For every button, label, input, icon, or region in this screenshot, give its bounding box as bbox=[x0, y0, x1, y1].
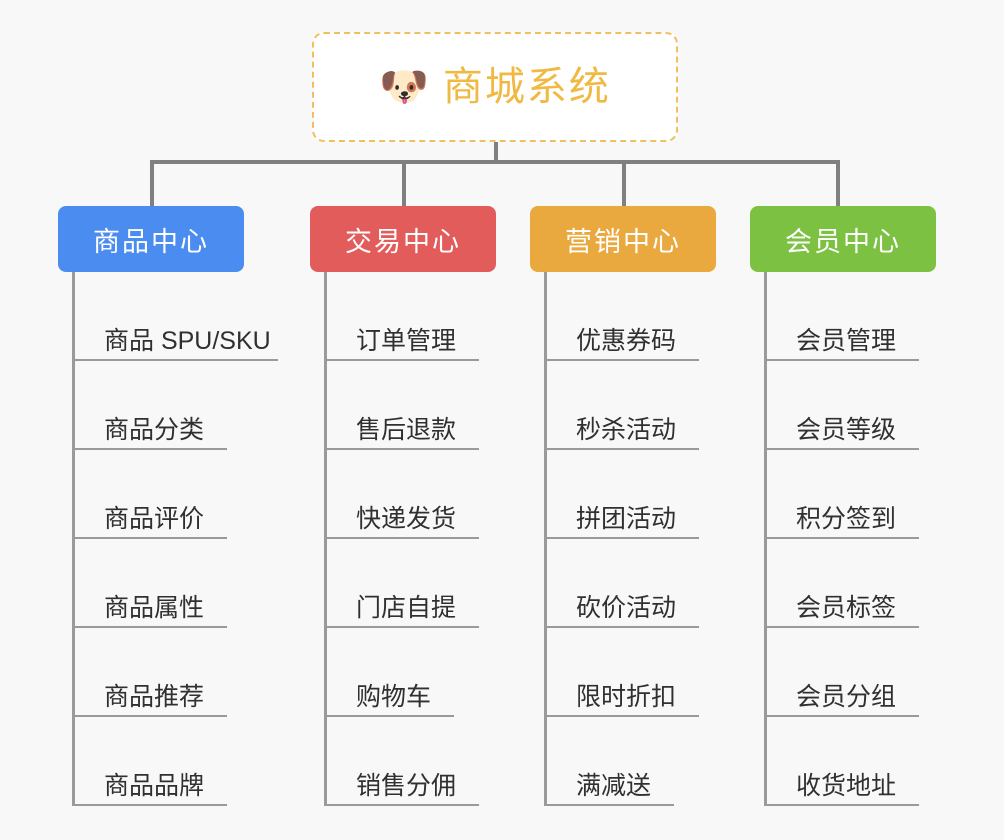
leaf-item[interactable]: 限时折扣 bbox=[544, 628, 716, 717]
leaf-underline bbox=[72, 715, 227, 717]
leaf-item[interactable]: 售后退款 bbox=[324, 361, 496, 450]
leaf-item[interactable]: 满减送 bbox=[544, 717, 716, 806]
leaf-underline bbox=[324, 359, 479, 361]
leaf-item[interactable]: 会员管理 bbox=[764, 272, 936, 361]
leaf-underline bbox=[324, 626, 479, 628]
leaf-item[interactable]: 砍价活动 bbox=[544, 539, 716, 628]
root-title: 商城系统 bbox=[442, 65, 611, 109]
leaf-item[interactable]: 积分签到 bbox=[764, 450, 936, 539]
leaf-label: 商品 SPU/SKU bbox=[104, 326, 271, 355]
leaf-label: 订单管理 bbox=[356, 326, 457, 355]
branch-column-member-center: 会员中心会员管理会员等级积分签到会员标签会员分组收货地址 bbox=[750, 206, 936, 806]
leaf-label: 销售分佣 bbox=[356, 771, 457, 800]
leaf-underline bbox=[324, 537, 479, 539]
branch-column-trade-center: 交易中心订单管理售后退款快递发货门店自提购物车销售分佣 bbox=[310, 206, 496, 806]
leaf-label: 优惠券码 bbox=[576, 326, 677, 355]
leaf-underline bbox=[544, 715, 699, 717]
leaf-item[interactable]: 购物车 bbox=[324, 628, 496, 717]
leaf-underline bbox=[764, 537, 919, 539]
dog-face-icon: 🐶 bbox=[379, 65, 429, 109]
leaf-underline bbox=[764, 715, 919, 717]
connector-root-stem bbox=[494, 142, 498, 164]
leaf-item[interactable]: 会员标签 bbox=[764, 539, 936, 628]
leaf-underline bbox=[544, 537, 699, 539]
connector-horizontal-bus bbox=[150, 160, 840, 164]
leaf-item[interactable]: 收货地址 bbox=[764, 717, 936, 806]
leaf-underline bbox=[764, 626, 919, 628]
leaf-item[interactable]: 秒杀活动 bbox=[544, 361, 716, 450]
leaf-underline bbox=[72, 448, 227, 450]
leaf-label: 商品品牌 bbox=[104, 771, 205, 800]
leaf-item[interactable]: 商品评价 bbox=[72, 450, 244, 539]
leaf-label: 购物车 bbox=[356, 682, 432, 711]
leaf-label: 商品推荐 bbox=[104, 682, 205, 711]
leaf-label: 商品属性 bbox=[104, 593, 205, 622]
leaf-label: 秒杀活动 bbox=[576, 415, 677, 444]
leaf-item[interactable]: 订单管理 bbox=[324, 272, 496, 361]
leaf-underline bbox=[764, 804, 919, 806]
leaf-label: 商品分类 bbox=[104, 415, 205, 444]
leaf-label: 会员标签 bbox=[796, 593, 897, 622]
leaf-underline bbox=[72, 804, 227, 806]
leaf-underline bbox=[544, 626, 699, 628]
leaf-item[interactable]: 商品属性 bbox=[72, 539, 244, 628]
branch-header-trade-center[interactable]: 交易中心 bbox=[310, 206, 496, 272]
leaf-underline bbox=[544, 804, 674, 806]
leaf-underline bbox=[764, 359, 919, 361]
branch-header-marketing-center[interactable]: 营销中心 bbox=[530, 206, 716, 272]
leaf-underline bbox=[544, 359, 699, 361]
leaf-underline bbox=[764, 448, 919, 450]
leaf-item[interactable]: 商品品牌 bbox=[72, 717, 244, 806]
leaf-label: 会员等级 bbox=[796, 415, 897, 444]
leaf-underline bbox=[544, 448, 699, 450]
leaf-item[interactable]: 快递发货 bbox=[324, 450, 496, 539]
leaf-label: 商品评价 bbox=[104, 504, 205, 533]
leaf-item[interactable]: 商品 SPU/SKU bbox=[72, 272, 278, 361]
leaf-item[interactable]: 门店自提 bbox=[324, 539, 496, 628]
leaf-label: 门店自提 bbox=[356, 593, 457, 622]
leaf-label: 会员分组 bbox=[796, 682, 897, 711]
branch-column-marketing-center: 营销中心优惠券码秒杀活动拼团活动砍价活动限时折扣满减送 bbox=[530, 206, 716, 806]
leaf-label: 限时折扣 bbox=[576, 682, 677, 711]
branch-header-product-center[interactable]: 商品中心 bbox=[58, 206, 244, 272]
leaf-list-trade-center: 订单管理售后退款快递发货门店自提购物车销售分佣 bbox=[310, 272, 496, 806]
leaf-item[interactable]: 会员分组 bbox=[764, 628, 936, 717]
connector-drop-3 bbox=[622, 160, 626, 210]
leaf-label: 收货地址 bbox=[796, 771, 897, 800]
connector-drop-1 bbox=[150, 160, 154, 210]
root-node[interactable]: 🐶 商城系统 bbox=[312, 32, 678, 142]
leaf-underline bbox=[324, 715, 454, 717]
branch-column-product-center: 商品中心商品 SPU/SKU 商品分类商品评价商品属性商品推荐商品品牌 bbox=[58, 206, 278, 806]
leaf-item[interactable]: 优惠券码 bbox=[544, 272, 716, 361]
leaf-item[interactable]: 商品推荐 bbox=[72, 628, 244, 717]
leaf-item[interactable]: 拼团活动 bbox=[544, 450, 716, 539]
leaf-label: 快递发货 bbox=[356, 504, 457, 533]
leaf-list-member-center: 会员管理会员等级积分签到会员标签会员分组收货地址 bbox=[750, 272, 936, 806]
branch-rail-member-center bbox=[764, 272, 767, 806]
leaf-item[interactable]: 商品分类 bbox=[72, 361, 244, 450]
branch-rail-marketing-center bbox=[544, 272, 547, 806]
leaf-underline bbox=[72, 359, 278, 361]
leaf-underline bbox=[324, 804, 479, 806]
leaf-label: 积分签到 bbox=[796, 504, 897, 533]
leaf-label: 满减送 bbox=[576, 771, 652, 800]
leaf-label: 砍价活动 bbox=[576, 593, 677, 622]
branch-rail-trade-center bbox=[324, 272, 327, 806]
leaf-list-product-center: 商品 SPU/SKU 商品分类商品评价商品属性商品推荐商品品牌 bbox=[58, 272, 278, 806]
leaf-label: 售后退款 bbox=[356, 415, 457, 444]
leaf-label: 拼团活动 bbox=[576, 504, 677, 533]
leaf-item[interactable]: 会员等级 bbox=[764, 361, 936, 450]
connector-drop-2 bbox=[402, 160, 406, 210]
branch-header-member-center[interactable]: 会员中心 bbox=[750, 206, 936, 272]
connector-drop-4 bbox=[836, 160, 840, 210]
leaf-underline bbox=[72, 537, 227, 539]
leaf-underline bbox=[324, 448, 479, 450]
leaf-label: 会员管理 bbox=[796, 326, 897, 355]
leaf-item[interactable]: 销售分佣 bbox=[324, 717, 496, 806]
leaf-underline bbox=[72, 626, 227, 628]
leaf-list-marketing-center: 优惠券码秒杀活动拼团活动砍价活动限时折扣满减送 bbox=[530, 272, 716, 806]
branch-rail-product-center bbox=[72, 272, 75, 806]
